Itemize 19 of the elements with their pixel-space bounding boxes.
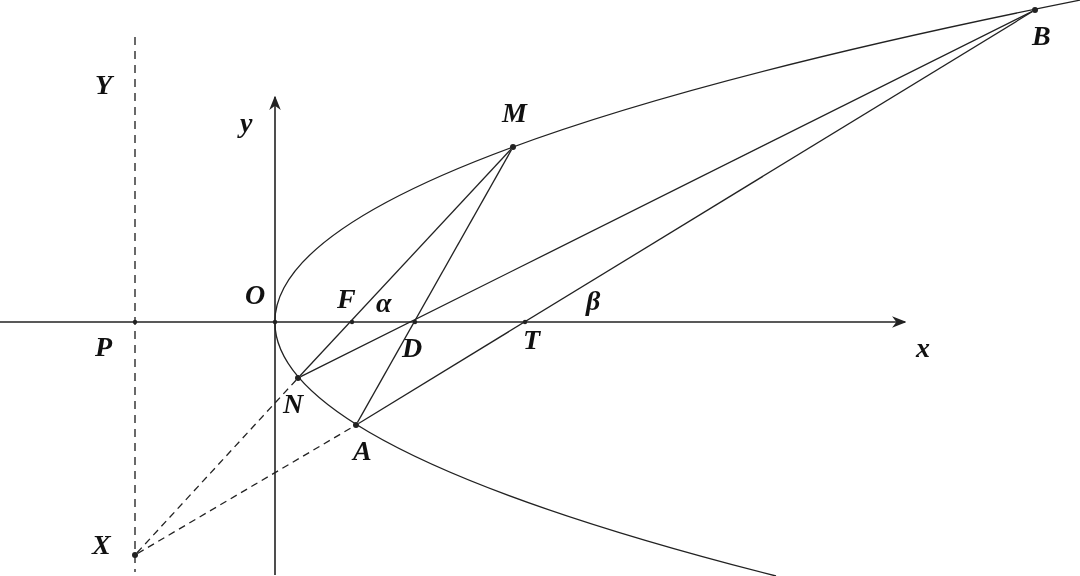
line-segment xyxy=(299,148,512,377)
point-label: N xyxy=(283,389,304,419)
point-label: A xyxy=(353,436,372,466)
point-label: M xyxy=(502,98,527,128)
point-label: x xyxy=(916,333,930,363)
point-label: O xyxy=(245,280,266,310)
dashed-line xyxy=(136,379,297,554)
point-label: β xyxy=(586,286,601,316)
point-label: α xyxy=(376,288,392,318)
point-label: Y xyxy=(95,70,113,100)
point-label: X xyxy=(92,530,111,560)
point-label: P xyxy=(95,332,113,362)
line-segment xyxy=(300,10,1033,378)
point-label: D xyxy=(402,333,423,363)
point-label: F xyxy=(337,284,356,314)
point-label: B xyxy=(1032,21,1051,51)
point-label: T xyxy=(523,325,541,355)
line-segment xyxy=(357,10,1034,425)
line-segment xyxy=(356,148,513,424)
